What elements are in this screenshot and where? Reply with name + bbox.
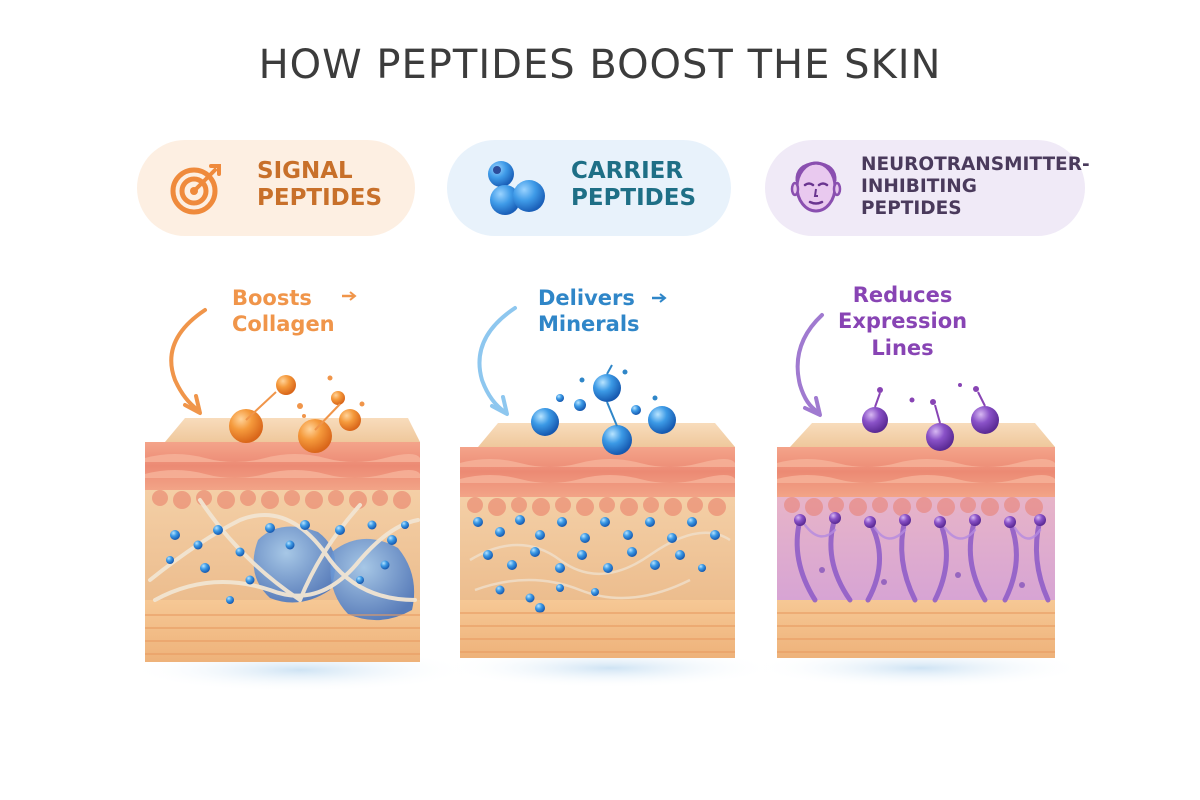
molecule-cluster-icon [488,161,545,215]
delivers-minerals-label: Delivers Minerals [538,286,640,337]
carrier-peptides-label: CARRIER PEPTIDES [571,158,697,212]
skin-block-signal [130,291,470,692]
skin-block-carrier [445,293,775,688]
signal-peptides-label: SIGNAL PEPTIDES [257,158,383,212]
neurotransmitter-peptides-label: NEUROTRANSMITTER- INHIBITING PEPTIDES [861,154,1090,220]
signal-peptides-pill: SIGNAL PEPTIDES [137,140,415,236]
neurotransmitter-peptides-pill: NEUROTRANSMITTER- INHIBITING PEPTIDES [765,140,1090,236]
reduces-expression-lines-label: Reduces Expression Lines [838,283,968,360]
skin-block-neuro [755,313,1085,688]
boosts-collagen-label: Boosts Collagen [232,286,335,337]
page-title: HOW PEPTIDES BOOST THE SKIN [258,42,942,88]
carrier-peptides-pill: CARRIER PEPTIDES [447,140,731,236]
face-icon [790,161,842,213]
target-icon [170,164,221,215]
